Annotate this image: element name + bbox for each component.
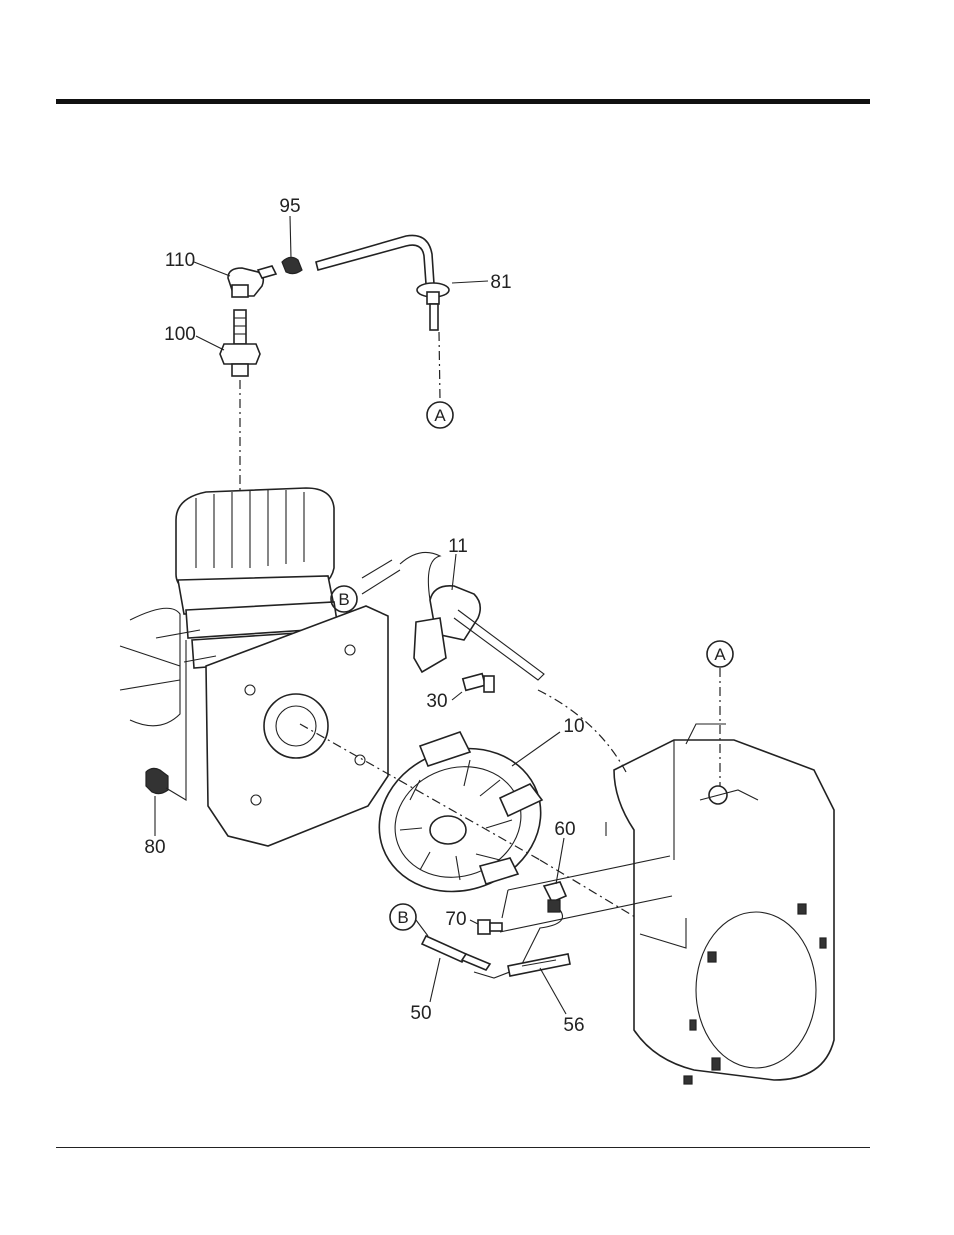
callout-11: 11 [448, 536, 468, 557]
drain-plug [146, 768, 168, 793]
svg-text:A: A [434, 406, 446, 425]
stop-switch [544, 882, 566, 912]
connector-a-top: A [427, 402, 453, 428]
connector-a-right: A [707, 641, 733, 667]
connector-b-lower: B [390, 904, 416, 930]
svg-text:A: A [714, 645, 726, 664]
spark-plug-cap [228, 266, 276, 297]
callout-95: 95 [279, 196, 300, 217]
callout-60: 60 [554, 819, 575, 840]
callout-110: 110 [165, 250, 195, 271]
switch-plate [508, 954, 570, 976]
wire-clip [282, 257, 302, 273]
breather-tube [316, 235, 449, 330]
coil-bolt [463, 674, 494, 692]
svg-text:B: B [397, 908, 408, 927]
callout-100: 100 [164, 324, 196, 345]
connector-b-upper: B [331, 586, 357, 612]
callout-56: 56 [563, 1015, 584, 1036]
ignition-coil [400, 552, 544, 680]
switch-screw [478, 920, 502, 934]
callout-80: 80 [144, 837, 165, 858]
spark-plug [220, 310, 260, 376]
callout-30: 30 [426, 691, 447, 712]
callout-70: 70 [445, 909, 466, 930]
callout-81: 81 [490, 272, 511, 293]
callout-10: 10 [563, 716, 584, 737]
callout-50: 50 [410, 1003, 431, 1024]
svg-text:B: B [338, 590, 349, 609]
